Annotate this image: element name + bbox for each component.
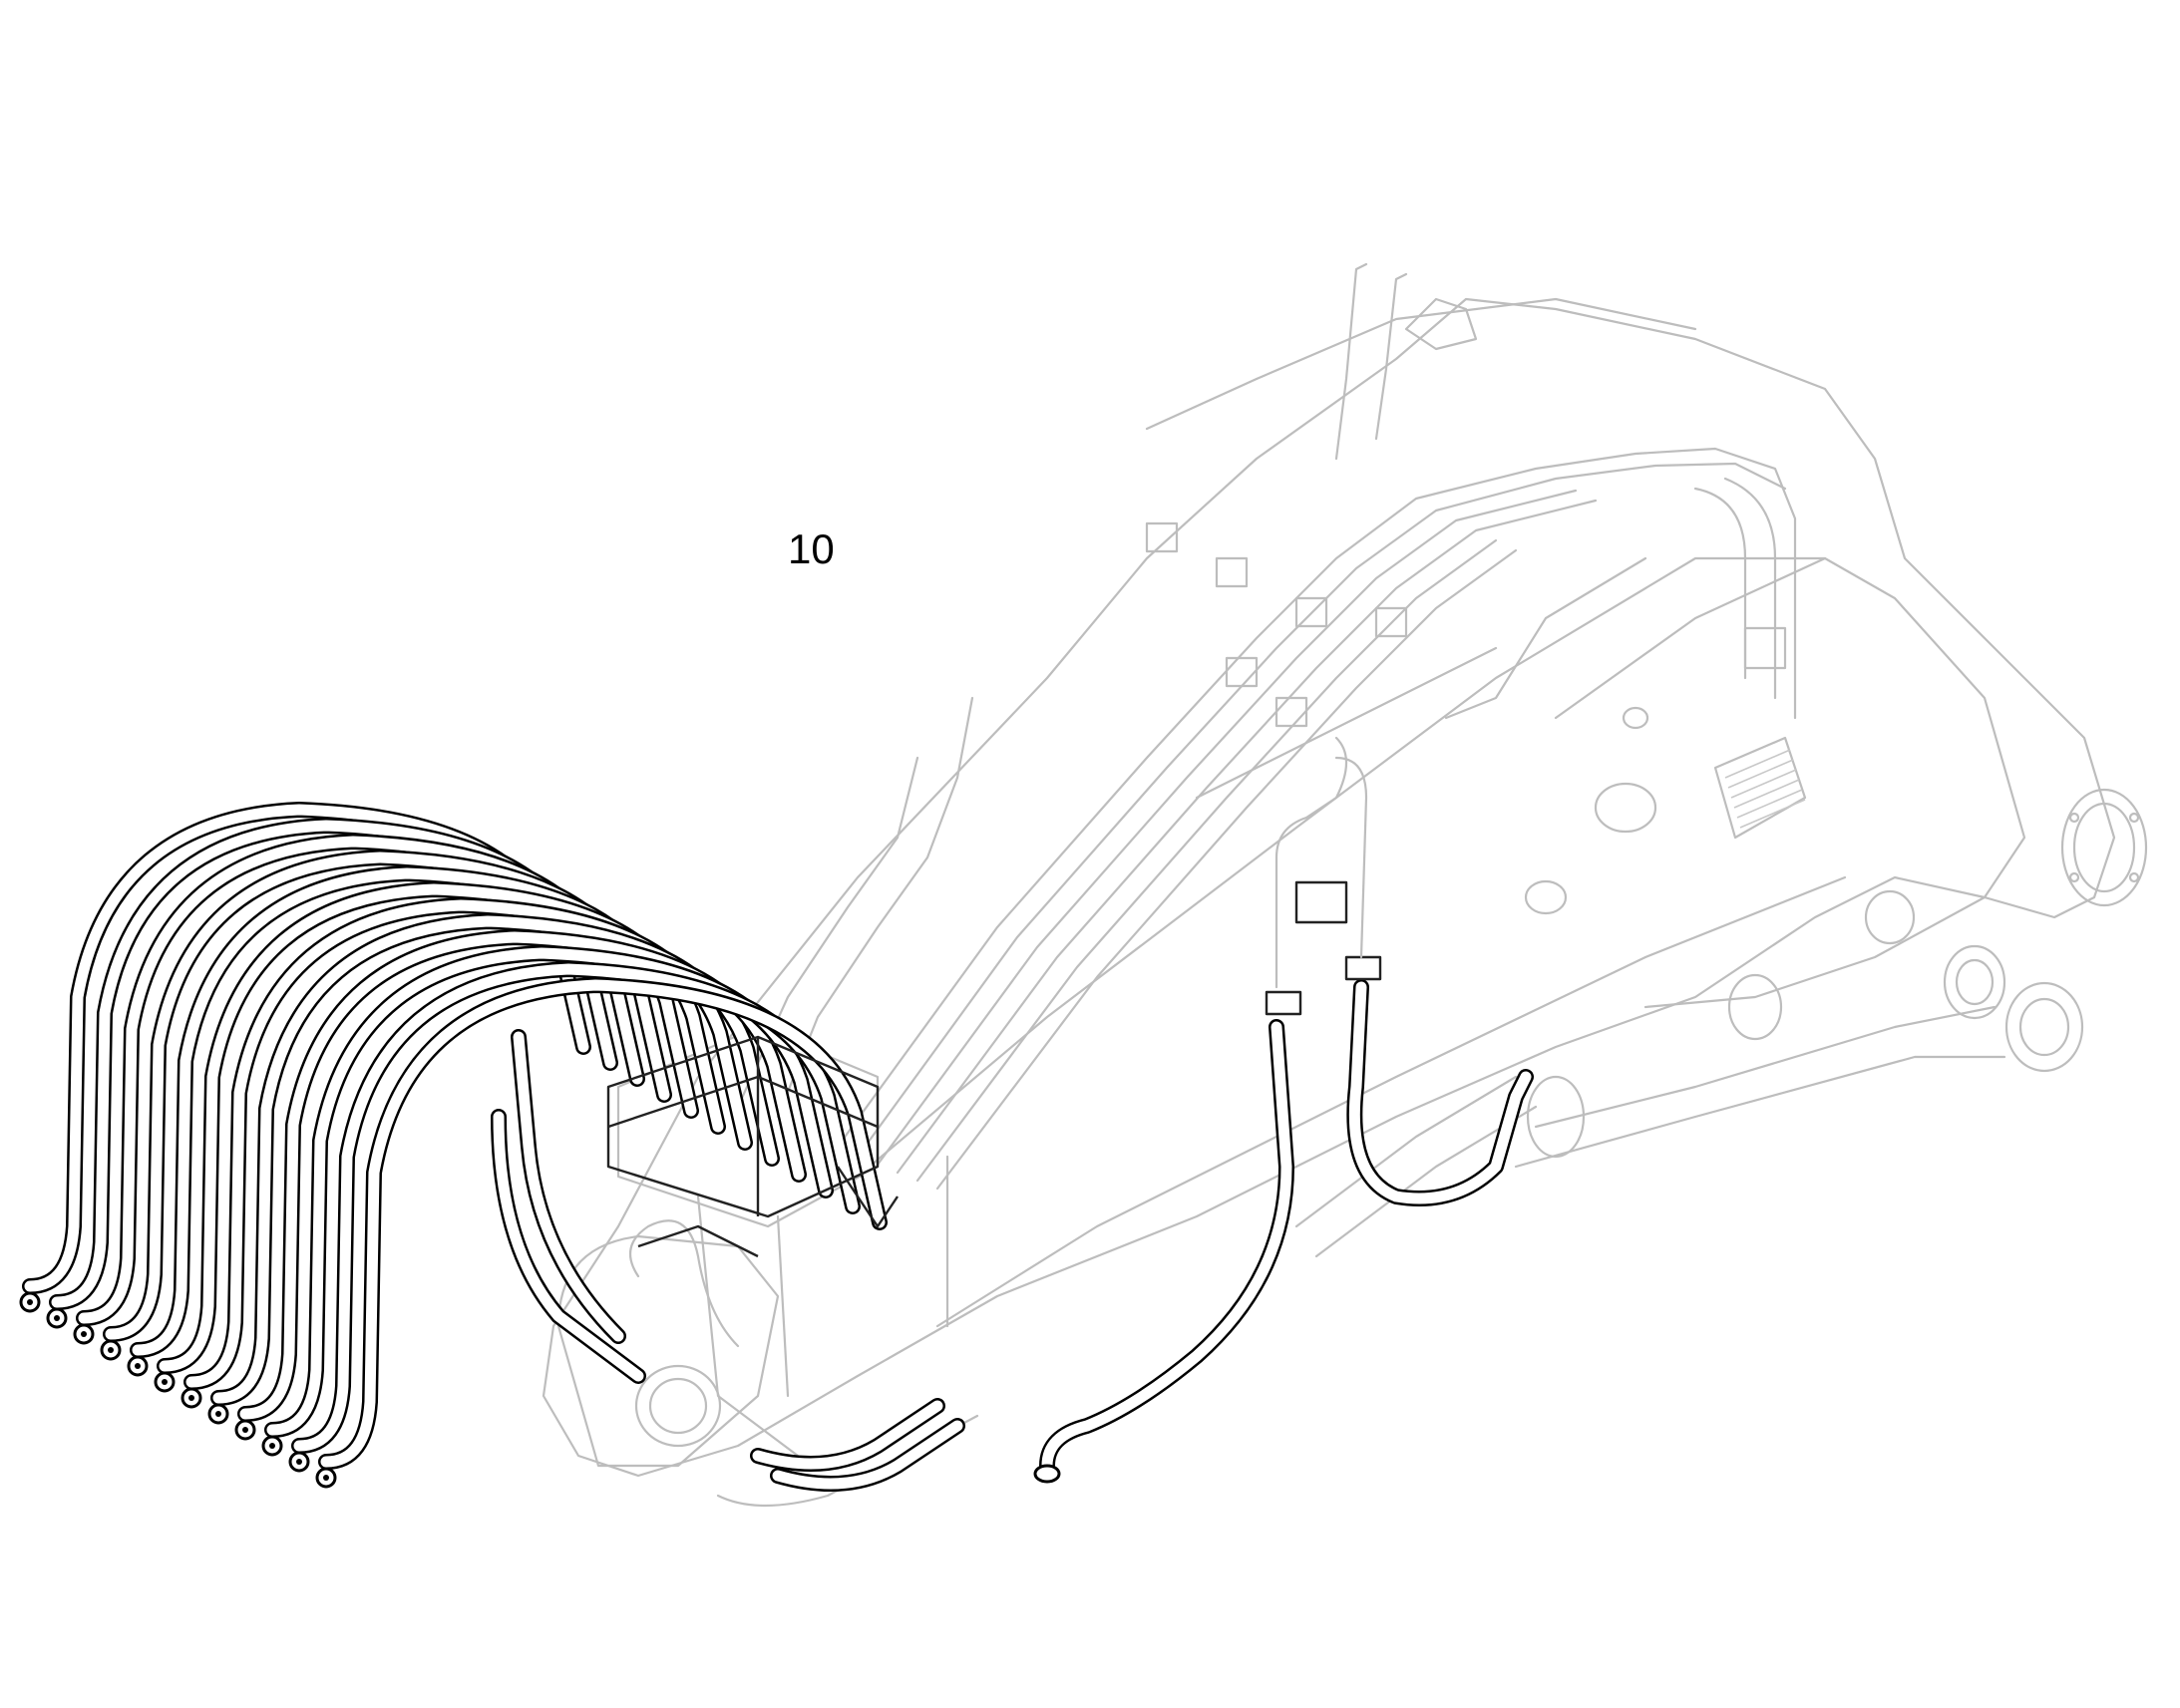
valve-block [606,1035,899,1258]
hose-center-long [1033,1019,1294,1484]
boom-structure [542,262,2148,1508]
callout-item-10: 10 [788,525,835,572]
hoses-into-valve [491,1029,965,1492]
hose-clamps [1265,880,1382,1016]
hose-right-loop [1346,979,1534,1206]
hose-end-fittings [19,1291,337,1489]
upper-pipes [1274,477,1777,989]
highlighted-hose-set [19,802,1534,1492]
hose-bundle-left [22,802,888,1470]
